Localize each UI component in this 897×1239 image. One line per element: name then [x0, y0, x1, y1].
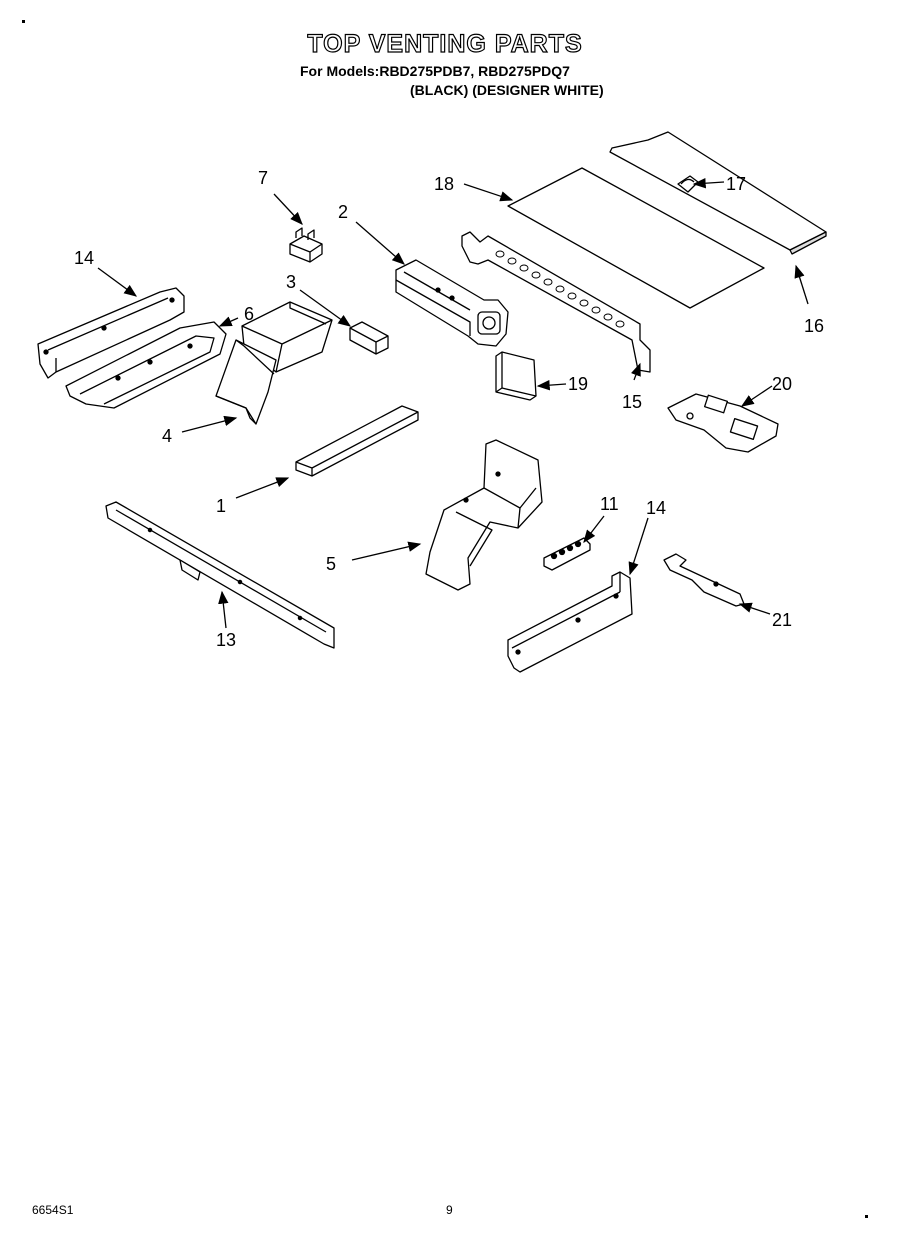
callout-labels: 7 2 3 6 14 4 1 5 13 18 17 16 15 19 20 11…	[74, 168, 824, 650]
part-5-duct-elbow	[425, 439, 543, 591]
colors-line: (BLACK) (DESIGNER WHITE)	[410, 82, 604, 98]
callout-14-left: 14	[74, 248, 94, 268]
part-7-switch	[289, 227, 323, 263]
part-20-bracket	[667, 393, 779, 453]
callout-4: 4	[162, 426, 172, 446]
corner-mark	[22, 20, 25, 23]
part-16-top-panel	[609, 131, 827, 255]
part-21-small-bracket	[663, 553, 745, 607]
models-line: For Models:RBD275PDB7, RBD275PDQ7	[300, 63, 570, 79]
part-11-terminal-strip	[543, 537, 591, 571]
part-14-left-bracket	[37, 287, 185, 379]
part-18-insulation-panel	[507, 167, 765, 309]
callout-14-right: 14	[646, 498, 666, 518]
callout-7: 7	[258, 168, 268, 188]
part-15-vent-channel	[461, 231, 651, 373]
callout-17: 17	[726, 174, 746, 194]
callout-19: 19	[568, 374, 588, 394]
callout-16: 16	[804, 316, 824, 336]
callout-3: 3	[286, 272, 296, 292]
part-14-right-bracket	[507, 571, 633, 673]
corner-mark	[865, 1215, 868, 1218]
part-13-rail	[105, 501, 335, 649]
part-4-duct	[215, 339, 277, 425]
callout-18: 18	[434, 174, 454, 194]
callout-21: 21	[772, 610, 792, 630]
callout-15: 15	[622, 392, 642, 412]
callout-leaders	[97, 178, 809, 629]
page-number: 9	[446, 1203, 453, 1217]
callout-2: 2	[338, 202, 348, 222]
callout-20: 20	[772, 374, 792, 394]
part-1-bar	[295, 405, 419, 477]
callout-6: 6	[244, 304, 254, 324]
part-2-blower-assembly	[395, 259, 509, 347]
callout-13: 13	[216, 630, 236, 650]
part-3-block	[349, 321, 389, 355]
callout-11: 11	[600, 494, 619, 514]
document-code: 6654S1	[32, 1203, 74, 1217]
page-title: TOP VENTING PARTS	[307, 29, 583, 58]
part-19-plate	[495, 351, 537, 401]
callout-1: 1	[216, 496, 226, 516]
part-6-base-plate	[65, 321, 227, 409]
callout-5: 5	[326, 554, 336, 574]
